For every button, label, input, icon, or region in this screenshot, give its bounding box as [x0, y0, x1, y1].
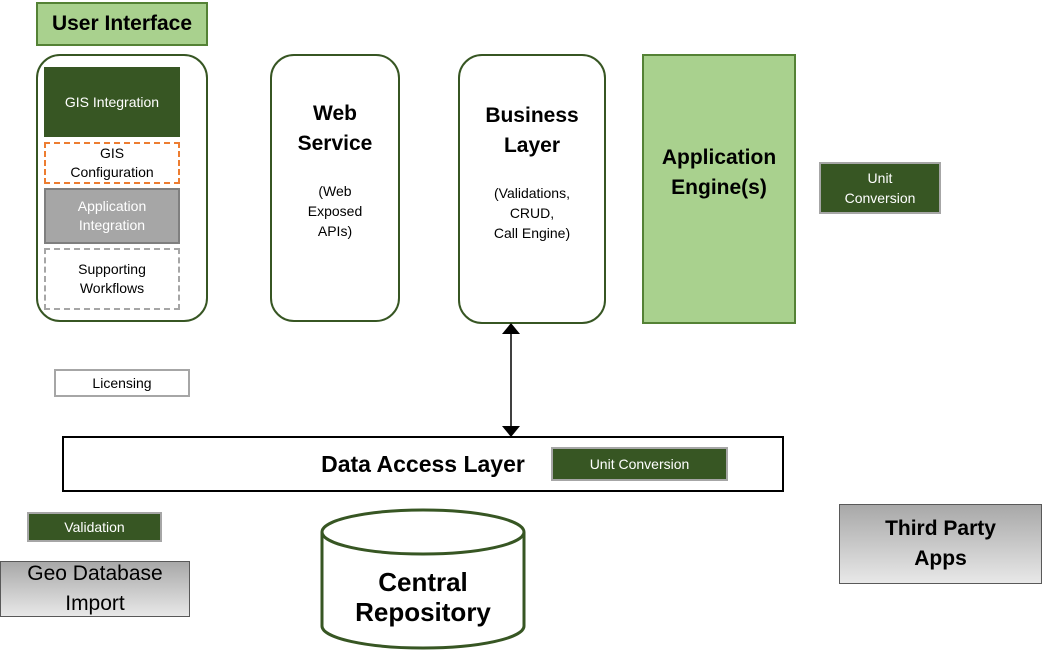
unit-conversion-engine-line-2: Conversion	[844, 190, 916, 206]
application-engine-box: Application Engine(s)	[642, 54, 796, 324]
validation-label: Validation	[64, 519, 125, 535]
business-layer-title: Business Layer	[485, 101, 578, 161]
web-service-title: Web Service	[298, 99, 373, 159]
supporting-workflows-line-2: Workflows	[79, 280, 145, 296]
web-service-subtitle: (Web Exposed APIs)	[308, 181, 362, 241]
gis-configuration-line-2: Configuration	[70, 164, 154, 180]
business-layer-subtitle-line-2: CRUD,	[509, 205, 555, 221]
central-repository-line-1: Central	[378, 567, 468, 597]
business-layer-subtitle-line-1: (Validations,	[493, 185, 570, 201]
application-integration-line-1: Application	[77, 198, 147, 214]
web-service-title-line-1: Web	[313, 102, 357, 125]
data-access-layer-title-text: Data Access Layer	[321, 450, 525, 477]
business-layer-title-line-2: Layer	[503, 134, 561, 157]
data-access-layer-title: Data Access Layer	[300, 436, 546, 492]
web-service-subtitle-line-3: APIs)	[317, 223, 353, 239]
web-service-title-line-2: Service	[297, 132, 373, 155]
application-engine-line-2: Engine(s)	[671, 176, 767, 199]
business-layer-subtitle-line-3: Call Engine)	[493, 225, 571, 241]
application-integration-box: Application Integration	[44, 188, 180, 244]
central-repository-line-2: Repository	[355, 597, 491, 627]
geo-database-import-box: Geo Database Import	[0, 561, 190, 617]
application-integration-line-2: Integration	[78, 217, 146, 233]
third-party-apps-line-1: Third Party	[885, 517, 996, 540]
central-repository-label: Central Repository	[322, 552, 524, 642]
licensing-label: Licensing	[92, 375, 152, 391]
validation-badge: Validation	[27, 512, 162, 542]
gis-configuration-line-1: GIS	[99, 145, 125, 161]
supporting-workflows-box: Supporting Workflows	[44, 248, 180, 310]
business-layer-subtitle: (Validations, CRUD, Call Engine)	[494, 183, 570, 243]
user-interface-title: User Interface	[36, 2, 208, 46]
web-service-subtitle-line-2: Exposed	[307, 203, 363, 219]
user-interface-title-text: User Interface	[51, 12, 193, 35]
geo-database-import-line-1: Geo Database	[27, 562, 163, 585]
unit-conversion-engine-badge: Unit Conversion	[819, 162, 941, 214]
unit-conversion-dal-badge: Unit Conversion	[551, 447, 728, 481]
unit-conversion-dal-label: Unit Conversion	[589, 456, 690, 472]
gis-integration-box: GIS Integration	[44, 67, 180, 137]
unit-conversion-engine-line-1: Unit	[867, 170, 893, 186]
business-layer-title-line-1: Business	[485, 104, 579, 127]
third-party-apps-box: Third Party Apps	[839, 504, 1042, 584]
gis-configuration-box: GIS Configuration	[44, 142, 180, 184]
geo-database-import-line-2: Import	[65, 592, 125, 615]
gis-integration-label: GIS Integration	[64, 94, 160, 110]
supporting-workflows-line-1: Supporting	[78, 261, 146, 277]
business-layer-box: Business Layer (Validations, CRUD, Call …	[458, 54, 606, 324]
licensing-badge: Licensing	[54, 369, 190, 397]
web-service-subtitle-line-1: (Web	[318, 183, 352, 199]
third-party-apps-line-2: Apps	[914, 547, 967, 570]
web-service-box: Web Service (Web Exposed APIs)	[270, 54, 400, 322]
application-engine-line-1: Application	[661, 146, 777, 169]
